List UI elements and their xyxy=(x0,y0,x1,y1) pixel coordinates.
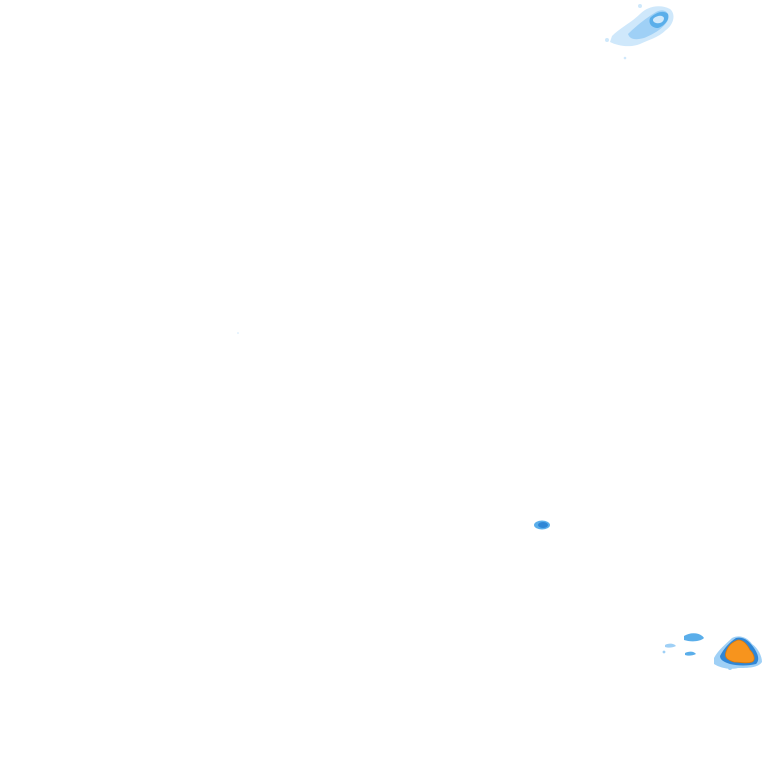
echo-se-core xyxy=(725,639,755,664)
echo-ne-speck-1 xyxy=(638,4,642,8)
echo-se-fragment-1 xyxy=(684,633,704,642)
echo-south-east-cell xyxy=(714,636,762,670)
echo-ne-inner-gap xyxy=(652,15,664,24)
echo-central-cell xyxy=(534,520,550,530)
echo-north-east-cell xyxy=(605,4,674,60)
echo-central-core xyxy=(538,522,548,528)
echo-ne-speck-3 xyxy=(623,56,627,60)
echo-se-speck-1 xyxy=(662,650,666,654)
echo-ne-speck-2 xyxy=(605,38,609,42)
echo-se-fragment-3 xyxy=(685,651,696,656)
echo-se-fragment-2 xyxy=(665,643,676,648)
echo-se-speck-2 xyxy=(728,666,732,670)
echo-speck-centre-left xyxy=(237,332,239,334)
echo-south-east-fragments xyxy=(662,633,704,656)
